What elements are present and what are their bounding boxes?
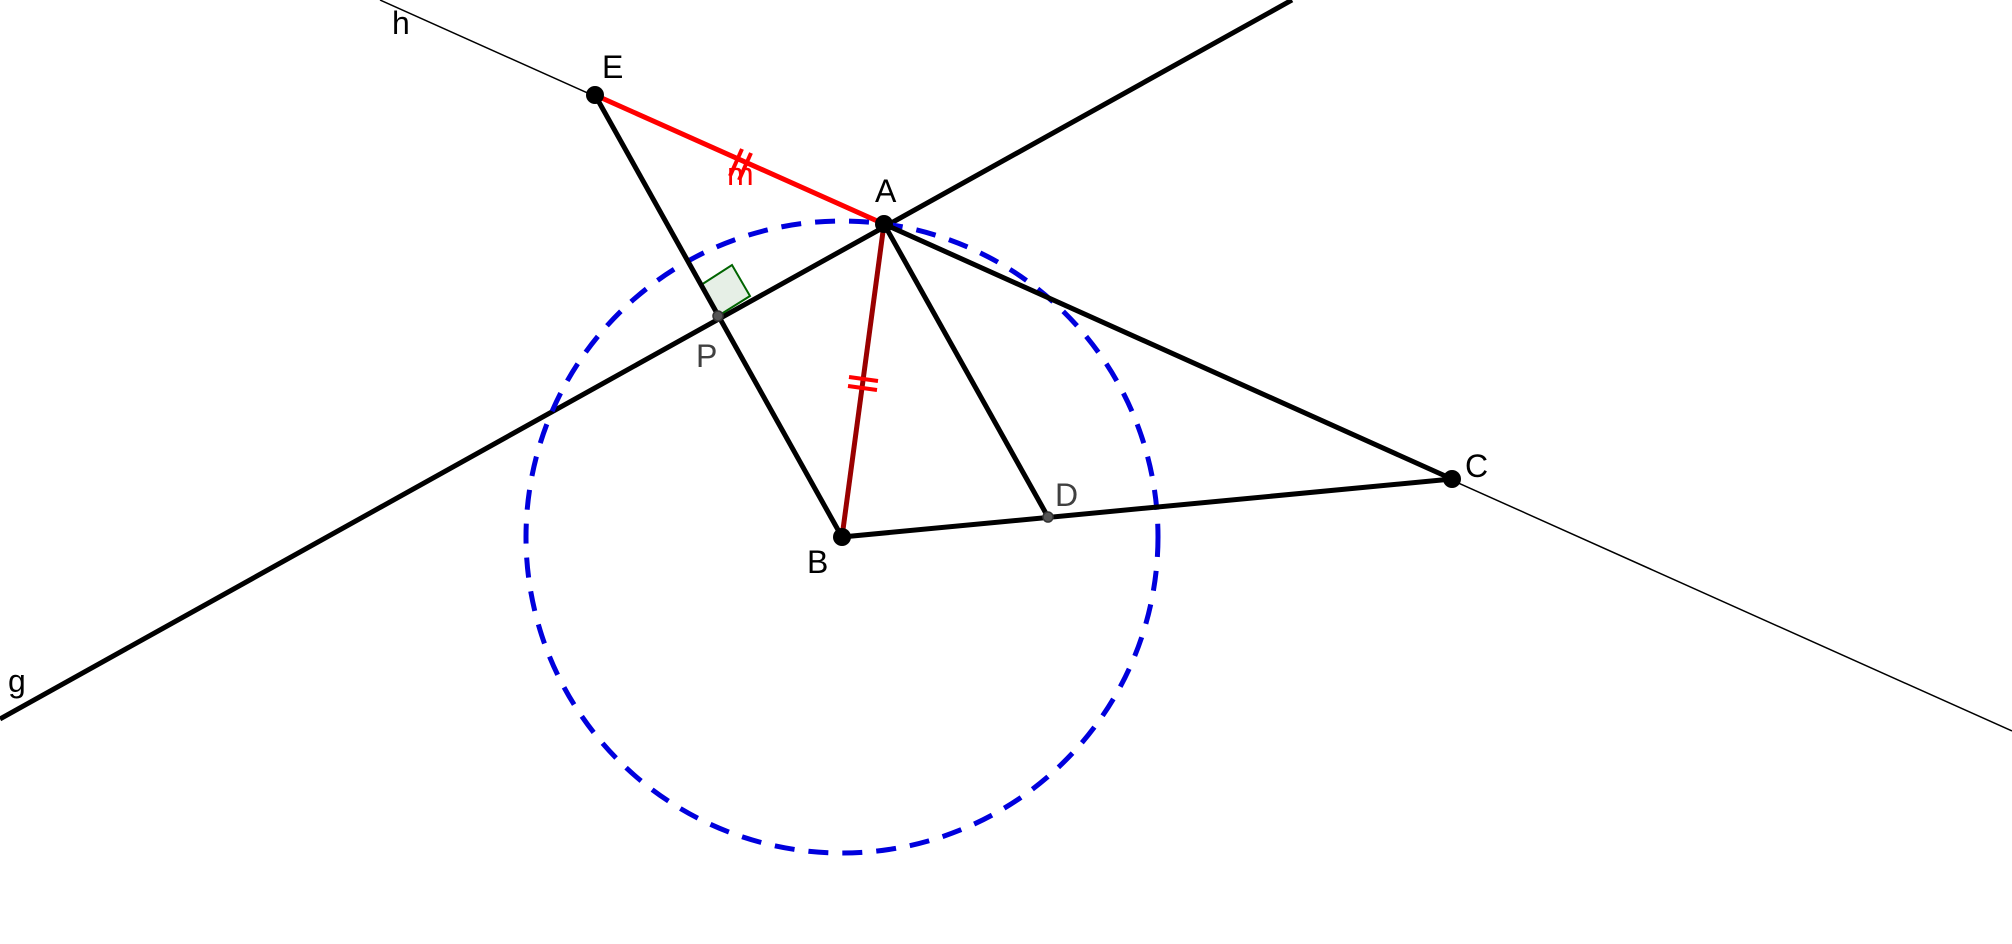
label-c: C [1465,448,1488,484]
equal-ticks-ea [728,148,753,181]
point-a [875,215,893,233]
segment-bc [841,476,1453,540]
label-g: g [8,663,26,699]
segment-ac [882,221,1454,482]
circle-b [523,218,1161,856]
line-g [0,0,1294,722]
label-m: m [727,156,754,192]
label-a: A [875,173,897,209]
point-e [586,86,604,104]
segment-ad [881,222,1051,519]
equal-ticks-ab [847,375,879,392]
label-d: D [1055,477,1078,513]
label-e: E [602,49,623,85]
point-d [1042,511,1054,523]
label-p: P [696,338,717,374]
label-b: B [807,544,828,580]
label-h: h [392,5,410,41]
point-p [712,310,724,322]
point-c [1443,470,1461,488]
point-b [833,528,851,546]
